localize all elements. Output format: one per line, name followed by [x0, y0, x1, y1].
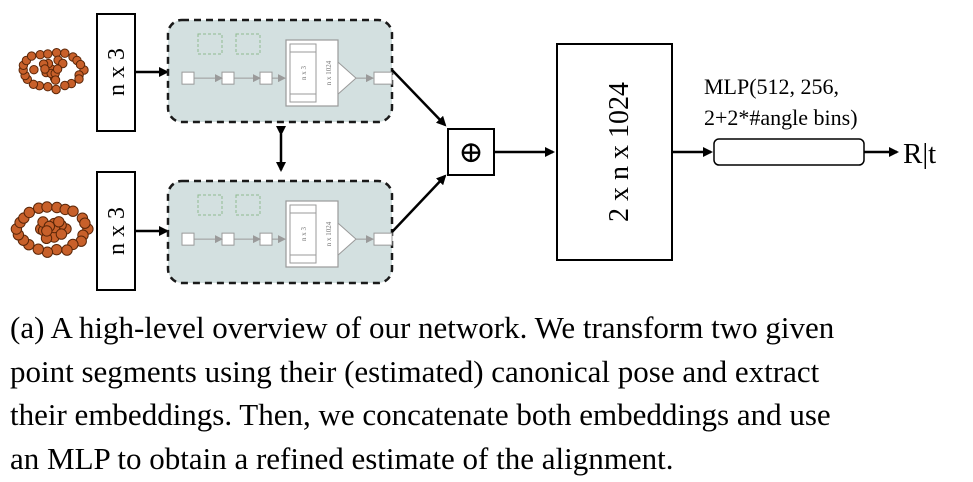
figure-caption: (a) A high-level overview of our network…: [10, 306, 968, 480]
point-7: [32, 243, 44, 255]
transform-block-1: [235, 194, 261, 216]
transform-block-0: [197, 33, 223, 55]
concat-block-label: 2 x n x 1024: [604, 82, 635, 222]
layer-node-1: [221, 71, 235, 85]
input-bottom-label: n x 3: [104, 207, 130, 255]
point-4: [60, 80, 70, 91]
point-34: [52, 64, 63, 74]
point-cloud-bottom: [10, 201, 94, 258]
concat-node: ⊕: [447, 128, 495, 176]
output-label: R|t: [903, 138, 936, 170]
input-box-top: n x 3: [96, 13, 136, 132]
input-top-label: n x 3: [104, 48, 130, 96]
layer-node-0: [181, 232, 195, 246]
mlp-block: [713, 138, 865, 166]
arrow-encoder-top-to-concat: [391, 69, 447, 127]
maxpool-shape: [337, 222, 357, 257]
mlp-label-line1: MLP(512, 256,: [704, 74, 839, 99]
point-31: [55, 228, 68, 240]
concat-embedding-block: 2 x n x 1024: [556, 43, 673, 261]
point-14: [26, 51, 37, 61]
point-21: [75, 59, 86, 70]
point-35: [53, 216, 65, 228]
point-5: [51, 84, 61, 95]
point-35: [40, 64, 50, 74]
point-cloud-top: [18, 48, 89, 95]
point-16: [43, 49, 53, 59]
global-feature-node: [373, 232, 393, 246]
point-15: [35, 50, 45, 60]
caption-line-1: (a) A high-level overview of our network…: [10, 310, 835, 345]
point-33: [50, 75, 61, 85]
layer-node-1: [221, 232, 235, 246]
layer-node-0: [181, 71, 195, 85]
encoder-inner-label-a: n x 3: [300, 227, 308, 242]
encoder-frame: [166, 18, 394, 124]
point-6: [43, 82, 53, 92]
point-29: [29, 65, 39, 75]
input-box-bottom: n x 3: [96, 171, 136, 291]
point-4: [61, 244, 73, 256]
point-16: [41, 201, 53, 213]
encoder-inner-label-b: n x 1024: [325, 60, 333, 85]
transform-block-1: [235, 33, 261, 55]
caption-line-2: point segments using their (estimated) c…: [10, 353, 820, 389]
encoder-inner-label-b: n x 1024: [325, 221, 333, 246]
encoder-frame: [166, 179, 394, 285]
point-8: [28, 79, 39, 90]
point-18: [60, 48, 70, 58]
point-14: [23, 206, 35, 219]
transform-block-0: [197, 194, 223, 216]
feature-column-inner: [289, 43, 317, 103]
maxpool-shape: [337, 61, 357, 96]
caption-line-4: an MLP to obtain a refined estimate of t…: [10, 440, 674, 476]
encoder-inner-label-a: n x 3: [300, 66, 308, 81]
point-34: [41, 225, 53, 237]
feature-column: [285, 200, 339, 268]
feature-column-inner: [289, 204, 317, 264]
point-2: [74, 74, 84, 84]
layer-node-2: [259, 232, 273, 246]
encoder-top: n x 3 n x 1024: [166, 18, 394, 124]
mlp-label-line2: 2+2*#angle bins): [704, 105, 858, 130]
layer-node-2: [259, 71, 273, 85]
feature-column: [285, 39, 339, 107]
point-19: [67, 205, 79, 217]
arrow-encoder-bottom-to-concat: [391, 174, 447, 233]
encoder-bottom: n x 3 n x 1024: [166, 179, 394, 285]
caption-line-3: their embeddings. Then, we concatenate b…: [10, 397, 831, 432]
global-feature-node: [373, 71, 393, 85]
point-17: [51, 48, 62, 58]
concat-symbol: ⊕: [458, 136, 483, 169]
point-21: [79, 217, 91, 229]
